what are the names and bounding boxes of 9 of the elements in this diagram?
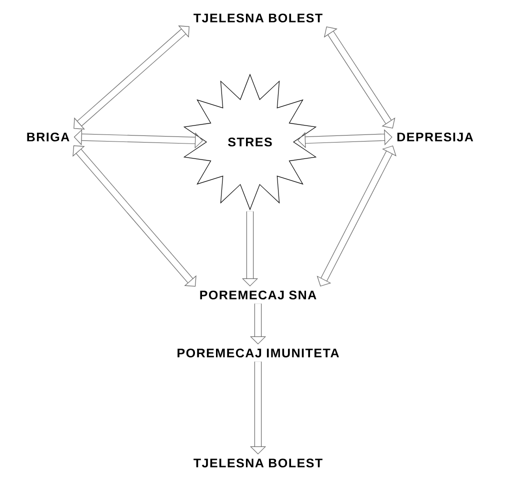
double-arrow (298, 129, 392, 148)
label-text: POREMECAJ SNA (200, 290, 316, 300)
double-arrow (74, 26, 190, 130)
label-text: DEPRESIJA (397, 132, 474, 142)
label-text: POREMECAJ IMUNITETA (178, 348, 339, 358)
double-arrow (72, 145, 196, 287)
label-text: BRIGA (27, 132, 70, 142)
label-text: TJELESNA BOLEST (194, 14, 322, 22)
label-text: TJELESNA BOLEST (194, 458, 322, 468)
